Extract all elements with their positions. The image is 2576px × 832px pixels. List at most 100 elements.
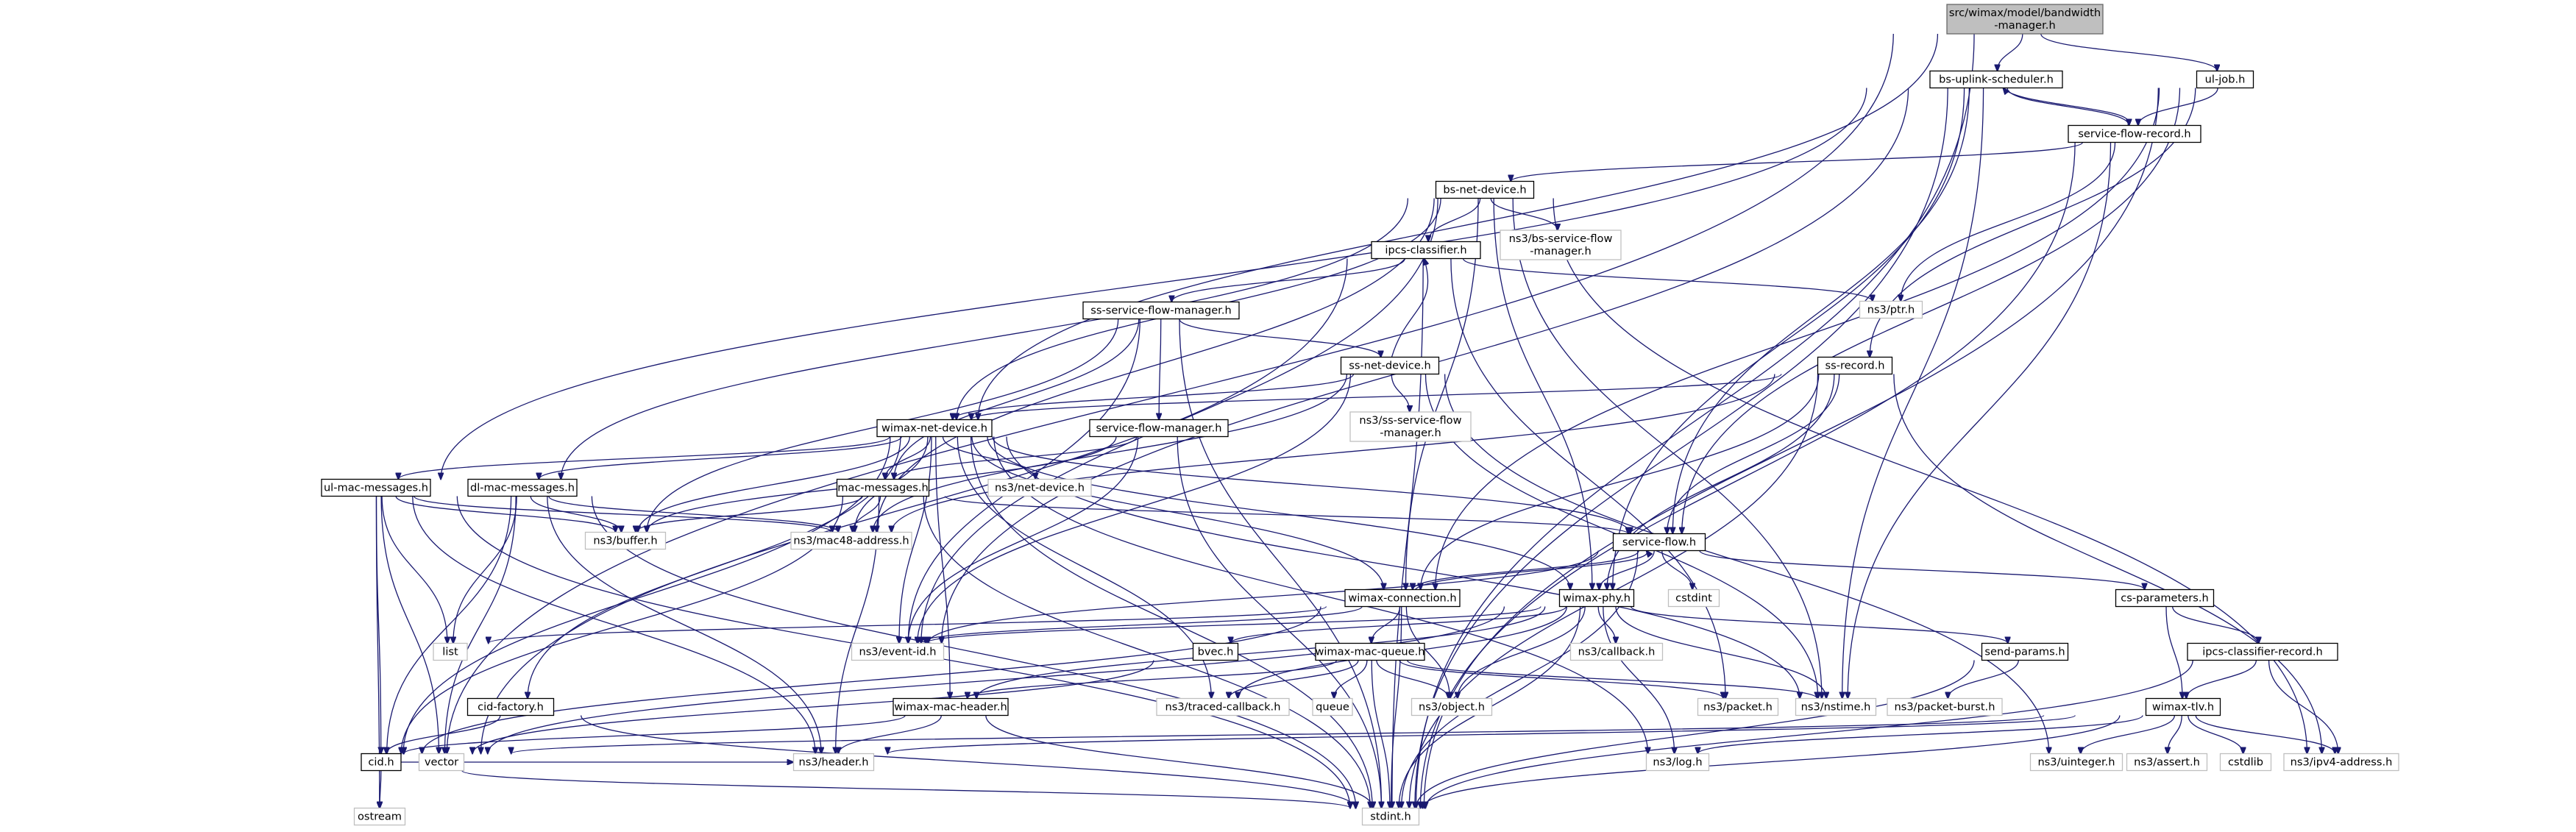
node-label: ns3/packet-burst.h	[1895, 701, 1995, 714]
node-label: -manager.h	[1530, 245, 1591, 257]
node-box	[2126, 753, 2208, 772]
edge-service-flow-to-ns3-event-id	[928, 550, 1599, 644]
node-ss-service-flow-manager[interactable]: ss-service-flow-manager.h	[1082, 301, 1240, 320]
node-box	[418, 753, 465, 772]
edge-bs-uplink-scheduler-to-wimax-phy	[1613, 88, 1965, 590]
node-label: -manager.h	[1380, 427, 1441, 439]
edge-wimax-tlv-to-ns3-assert	[2168, 715, 2182, 754]
node-wimax-phy[interactable]: wimax-phy.h	[1558, 589, 1635, 608]
edge-wimax-phy-to-ns3-callback	[1597, 606, 1616, 644]
node-wimax-net-device[interactable]: wimax-net-device.h	[876, 419, 993, 438]
node-label: bvec.h	[1198, 646, 1234, 658]
edge-bs-uplink-scheduler-to-ns3-nstime	[1842, 88, 1984, 699]
node-label: wimax-mac-header.h	[894, 701, 1007, 714]
edge-cid-factory-to-stdint	[581, 715, 1355, 808]
node-label: service-flow.h	[1622, 536, 1696, 549]
edge-service-flow-manager-to-ns3-event-id	[908, 436, 1139, 644]
node-ns3-callback: ns3/callback.h	[1569, 642, 1664, 661]
edge-ipcs-classifier-to-ss-service-flow-manager	[1171, 258, 1405, 302]
node-ns3-nstime: ns3/nstime.h	[1795, 697, 1877, 717]
edge-wimax-net-device-to-wimax-mac-header	[935, 436, 950, 699]
node-ul-job[interactable]: ul-job.h	[2196, 70, 2254, 89]
node-ul-mac-messages[interactable]: ul-mac-messages.h	[321, 478, 431, 497]
node-box	[836, 478, 930, 497]
node-send-params[interactable]: send-params.h	[1981, 642, 2069, 661]
edge-cs-parameters-to-wimax-tlv	[2165, 606, 2182, 699]
node-box	[1082, 301, 1240, 320]
edge-wimax-net-device-to-service-flow	[992, 436, 1631, 534]
edge-wimax-tlv-to-ns3-header	[887, 714, 2076, 754]
node-cid-factory[interactable]: cid-factory.h	[466, 697, 555, 717]
node-service-flow[interactable]: service-flow.h	[1612, 533, 1706, 552]
node-box	[1371, 241, 1481, 260]
node-ss-net-device[interactable]: ss-net-device.h	[1340, 356, 1440, 375]
edge-ss-net-device-to-wimax-net-device	[953, 374, 1355, 420]
node-label: cs-parameters.h	[2121, 592, 2208, 605]
node-ns3-header: ns3/header.h	[792, 753, 875, 772]
edge-wimax-net-device-to-dl-mac-messages	[539, 436, 902, 480]
node-box	[466, 697, 555, 717]
edge-root-to-wimax-net-device	[978, 33, 1939, 420]
node-ns3-bs-service-flow-manager: ns3/bs-service-flow-manager.h	[1500, 230, 1622, 260]
node-mac-messages[interactable]: mac-messages.h	[836, 478, 930, 497]
node-label: cid-factory.h	[478, 701, 544, 714]
edge-wimax-net-device-to-ns3-net-device	[942, 436, 1035, 480]
node-box	[321, 478, 431, 497]
edge-ipcs-classifier-to-ns3-ptr	[1462, 257, 1873, 302]
edge-service-flow-record-to-bs-uplink-scheduler	[2003, 88, 2129, 126]
edge-root-to-ul-job	[2040, 33, 2217, 71]
edge-dl-mac-messages-to-cid	[387, 496, 512, 754]
edge-dl-mac-messages-to-stdint	[591, 496, 1355, 808]
node-ipcs-classifier-record[interactable]: ipcs-classifier-record.h	[2187, 642, 2338, 661]
node-ns3-ipv4-address: ns3/ipv4-address.h	[2283, 753, 2399, 772]
node-service-flow-record[interactable]: service-flow-record.h	[2068, 124, 2201, 143]
node-dl-mac-messages[interactable]: dl-mac-messages.h	[467, 478, 578, 497]
edge-bs-net-device-to-dl-mac-messages	[561, 198, 1409, 480]
node-label: ns3/uinteger.h	[2037, 756, 2115, 769]
node-box	[1349, 411, 1472, 442]
edge-wimax-tlv-to-ns3-log	[1697, 714, 2143, 754]
edge-ul-mac-messages-to-ns3-buffer	[395, 496, 615, 533]
node-label: ul-job.h	[2205, 74, 2246, 86]
edge-ss-record-to-wimax-connection	[1421, 374, 1820, 590]
node-cs-parameters[interactable]: cs-parameters.h	[2115, 589, 2215, 608]
node-label: src/wimax/model/bandwidth	[1949, 7, 2101, 19]
node-box	[1089, 419, 1229, 438]
edge-dl-mac-messages-to-ns3-mac48-address	[548, 496, 838, 533]
node-label: ns3/mac48-address.h	[793, 535, 909, 547]
edge-mac-messages-to-ns3-mac48-address	[853, 496, 881, 533]
node-label: cstdlib	[2228, 756, 2263, 769]
edge-wimax-mac-header-to-stdint	[985, 715, 1373, 808]
node-ss-record[interactable]: ss-record.h	[1817, 356, 1893, 375]
node-box	[2115, 589, 2215, 608]
node-bvec[interactable]: bvec.h	[1192, 642, 1239, 661]
node-bs-net-device[interactable]: bs-net-device.h	[1435, 180, 1535, 199]
node-label: bs-net-device.h	[1443, 184, 1526, 196]
node-ipcs-classifier[interactable]: ipcs-classifier.h	[1371, 241, 1481, 260]
node-box	[1667, 589, 1720, 608]
node-box	[1929, 70, 2063, 89]
node-wimax-tlv[interactable]: wimax-tlv.h	[2145, 697, 2221, 717]
node-service-flow-manager[interactable]: service-flow-manager.h	[1089, 419, 1229, 438]
edge-ss-service-flow-manager-to-ss-net-device	[1179, 319, 1381, 358]
node-label: ns3/traced-callback.h	[1165, 701, 1281, 714]
node-wimax-connection[interactable]: wimax-connection.h	[1344, 589, 1461, 608]
edge-wimax-phy-to-ns3-log	[1603, 606, 1675, 754]
node-wimax-mac-queue[interactable]: wimax-mac-queue.h	[1315, 642, 1425, 661]
node-label: wimax-net-device.h	[881, 422, 987, 435]
node-cid[interactable]: cid.h	[361, 753, 402, 772]
edge-ss-record-to-wimax-net-device	[971, 373, 1782, 420]
edge-wimax-connection-to-cid	[422, 606, 1321, 754]
node-vector: vector	[418, 753, 465, 772]
node-label: ns3/assert.h	[2134, 756, 2200, 769]
node-root[interactable]: src/wimax/model/bandwidth-manager.h	[1946, 4, 2104, 35]
edge-ss-net-device-to-ns3-uinteger	[1444, 374, 2049, 754]
node-bs-uplink-scheduler[interactable]: bs-uplink-scheduler.h	[1929, 70, 2063, 89]
node-box	[1612, 533, 1706, 552]
edge-wimax-net-device-to-ns3-buffer	[638, 436, 911, 533]
node-wimax-mac-header[interactable]: wimax-mac-header.h	[893, 697, 1009, 717]
node-label: ns3/ipv4-address.h	[2291, 756, 2393, 769]
edge-service-flow-record-to-bs-net-device	[1511, 141, 2084, 182]
edge-bs-uplink-scheduler-to-stdint	[1415, 88, 1948, 808]
node-box	[1645, 753, 1710, 772]
